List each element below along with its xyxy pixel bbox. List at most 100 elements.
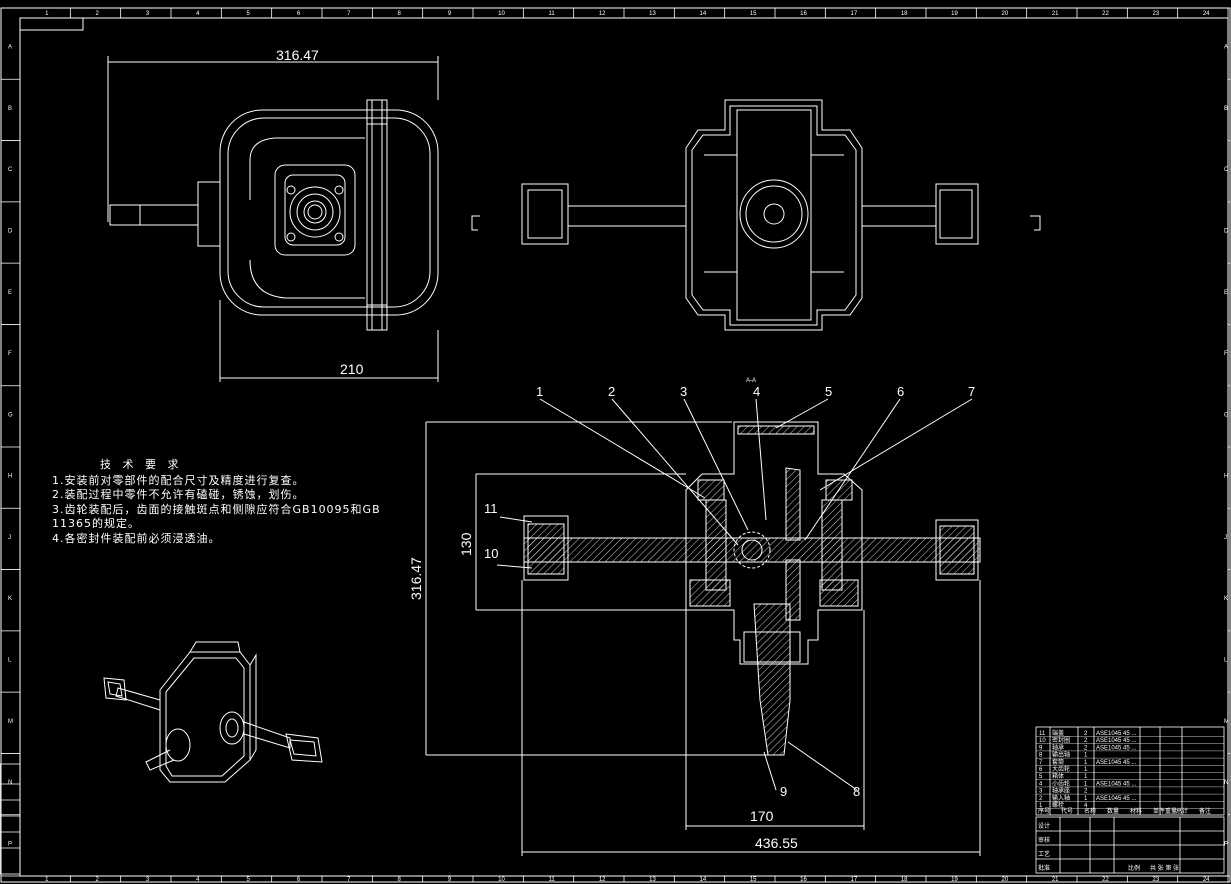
row-label: G [1224,412,1229,418]
bom-cell: 2 [1084,731,1088,737]
sign-row-label: 批准 [1038,864,1050,872]
balloon-4: 4 [753,384,760,399]
side-view [107,56,439,382]
bom-header-cell: 总计 [1176,807,1188,815]
sheet-label: 共 张 第 张 [1150,864,1179,872]
bom-cell: 大齿轮 [1052,765,1070,773]
row-label: L [1224,658,1228,664]
bom-cell: ASE1045 45 ... [1096,760,1137,766]
bom-cell: 1 [1084,796,1088,802]
bom-cell: 4 [1039,781,1043,787]
col-label: 11 [549,877,556,883]
row-label: F [8,351,12,357]
bom-cell: ASE1045 45 ... [1096,796,1137,802]
col-label: 7 [347,877,351,883]
balloon-3: 3 [680,384,687,399]
balloon-10: 10 [484,546,498,561]
bom-cell: ASE1045 45 ... [1096,745,1137,751]
col-label: 15 [750,11,757,17]
col-label: 3 [146,877,150,883]
row-label: P [8,841,12,847]
scale-label: 比例 [1128,864,1140,872]
bom-cell: ASE1045 45 ... [1096,731,1137,737]
balloon-2: 2 [608,384,615,399]
bom-cell: 套筒 [1052,758,1064,766]
section-view [425,398,981,856]
col-label: 6 [297,11,301,17]
bom-cell: 3 [1039,789,1043,795]
col-label: 9 [448,11,452,17]
note-line-4: 11365的规定。 [52,517,140,530]
row-label: A [1224,45,1228,51]
sign-row-label: 审核 [1038,836,1050,844]
col-label: 13 [649,11,656,17]
isometric-view [103,641,323,783]
note-line-1: 1.安装前对零部件的配合尺寸及精度进行复查。 [52,473,305,487]
col-label: 22 [1102,11,1109,17]
row-label: D [8,229,13,235]
dim-top-bottom: 210 [340,361,364,377]
row-label: J [8,535,11,541]
row-label: D [1224,229,1229,235]
col-label: 4 [196,11,200,17]
row-label: E [1224,290,1228,296]
col-label: 23 [1153,11,1160,17]
row-label: L [8,658,12,664]
dim-sec-total: 436.55 [755,835,798,851]
col-label: 20 [1002,877,1009,883]
row-label: P [1224,841,1228,847]
col-label: 2 [96,877,100,883]
dim-top-width: 316.47 [276,47,319,63]
section-mark: A-A [746,378,756,384]
col-label: 11 [549,11,556,17]
bom-cell: 密封圈 [1052,736,1070,744]
bom-cell: 2 [1084,738,1088,744]
row-label: F [1224,351,1228,357]
balloon-6: 6 [897,384,904,399]
row-label: C [1224,167,1229,173]
bom-cell: 箱体 [1052,772,1064,780]
front-view [471,99,1041,331]
dim-sec-height: 316.47 [408,557,424,600]
bom-header-cell: 数量 [1107,807,1119,815]
bom-cell: 6 [1039,767,1043,773]
col-label: 8 [398,11,402,17]
bom-cell: 1 [1084,753,1088,759]
row-label: J [1224,535,1227,541]
bom-header-cell: 代号 [1061,807,1073,815]
bom-cell: 轴承座 [1052,787,1070,795]
note-line-5: 4.各密封件装配前必须浸透油。 [52,531,221,545]
row-label: K [8,596,12,602]
col-label: 20 [1002,11,1009,17]
bom-cell: 1 [1084,760,1088,766]
col-label: 1 [45,11,49,17]
col-label: 12 [599,11,606,17]
row-label: G [8,412,13,418]
col-label: 13 [649,877,656,883]
col-label: 19 [951,11,958,17]
row-label: A [8,45,12,51]
col-label: 4 [196,877,200,883]
bom-cell: 1 [1039,803,1043,809]
col-label: 14 [700,877,707,883]
col-label: 5 [247,877,251,883]
bom-cell: ASE1045 45 ... [1096,781,1137,787]
col-label: 14 [700,11,707,17]
col-label: 2 [96,11,100,17]
row-label: B [8,106,12,112]
bom-cell: 8 [1039,753,1043,759]
bom-cell: 输出轴 [1052,751,1070,759]
title-block [0,726,1225,875]
technical-requirements: 技 术 要 求 1.安装前对零部件的配合尺寸及精度进行复查。 2.装配过程中零件… [52,458,432,546]
col-label: 23 [1153,877,1160,883]
col-label: 21 [1052,877,1059,883]
balloon-8: 8 [853,784,860,799]
col-label: 15 [750,877,757,883]
col-label: 17 [851,11,858,17]
col-label: 22 [1102,877,1109,883]
bom-header-cell: 材料 [1130,807,1142,815]
row-label: M [1224,719,1229,725]
bom-cell: 1 [1084,774,1088,780]
row-label: N [8,780,12,786]
